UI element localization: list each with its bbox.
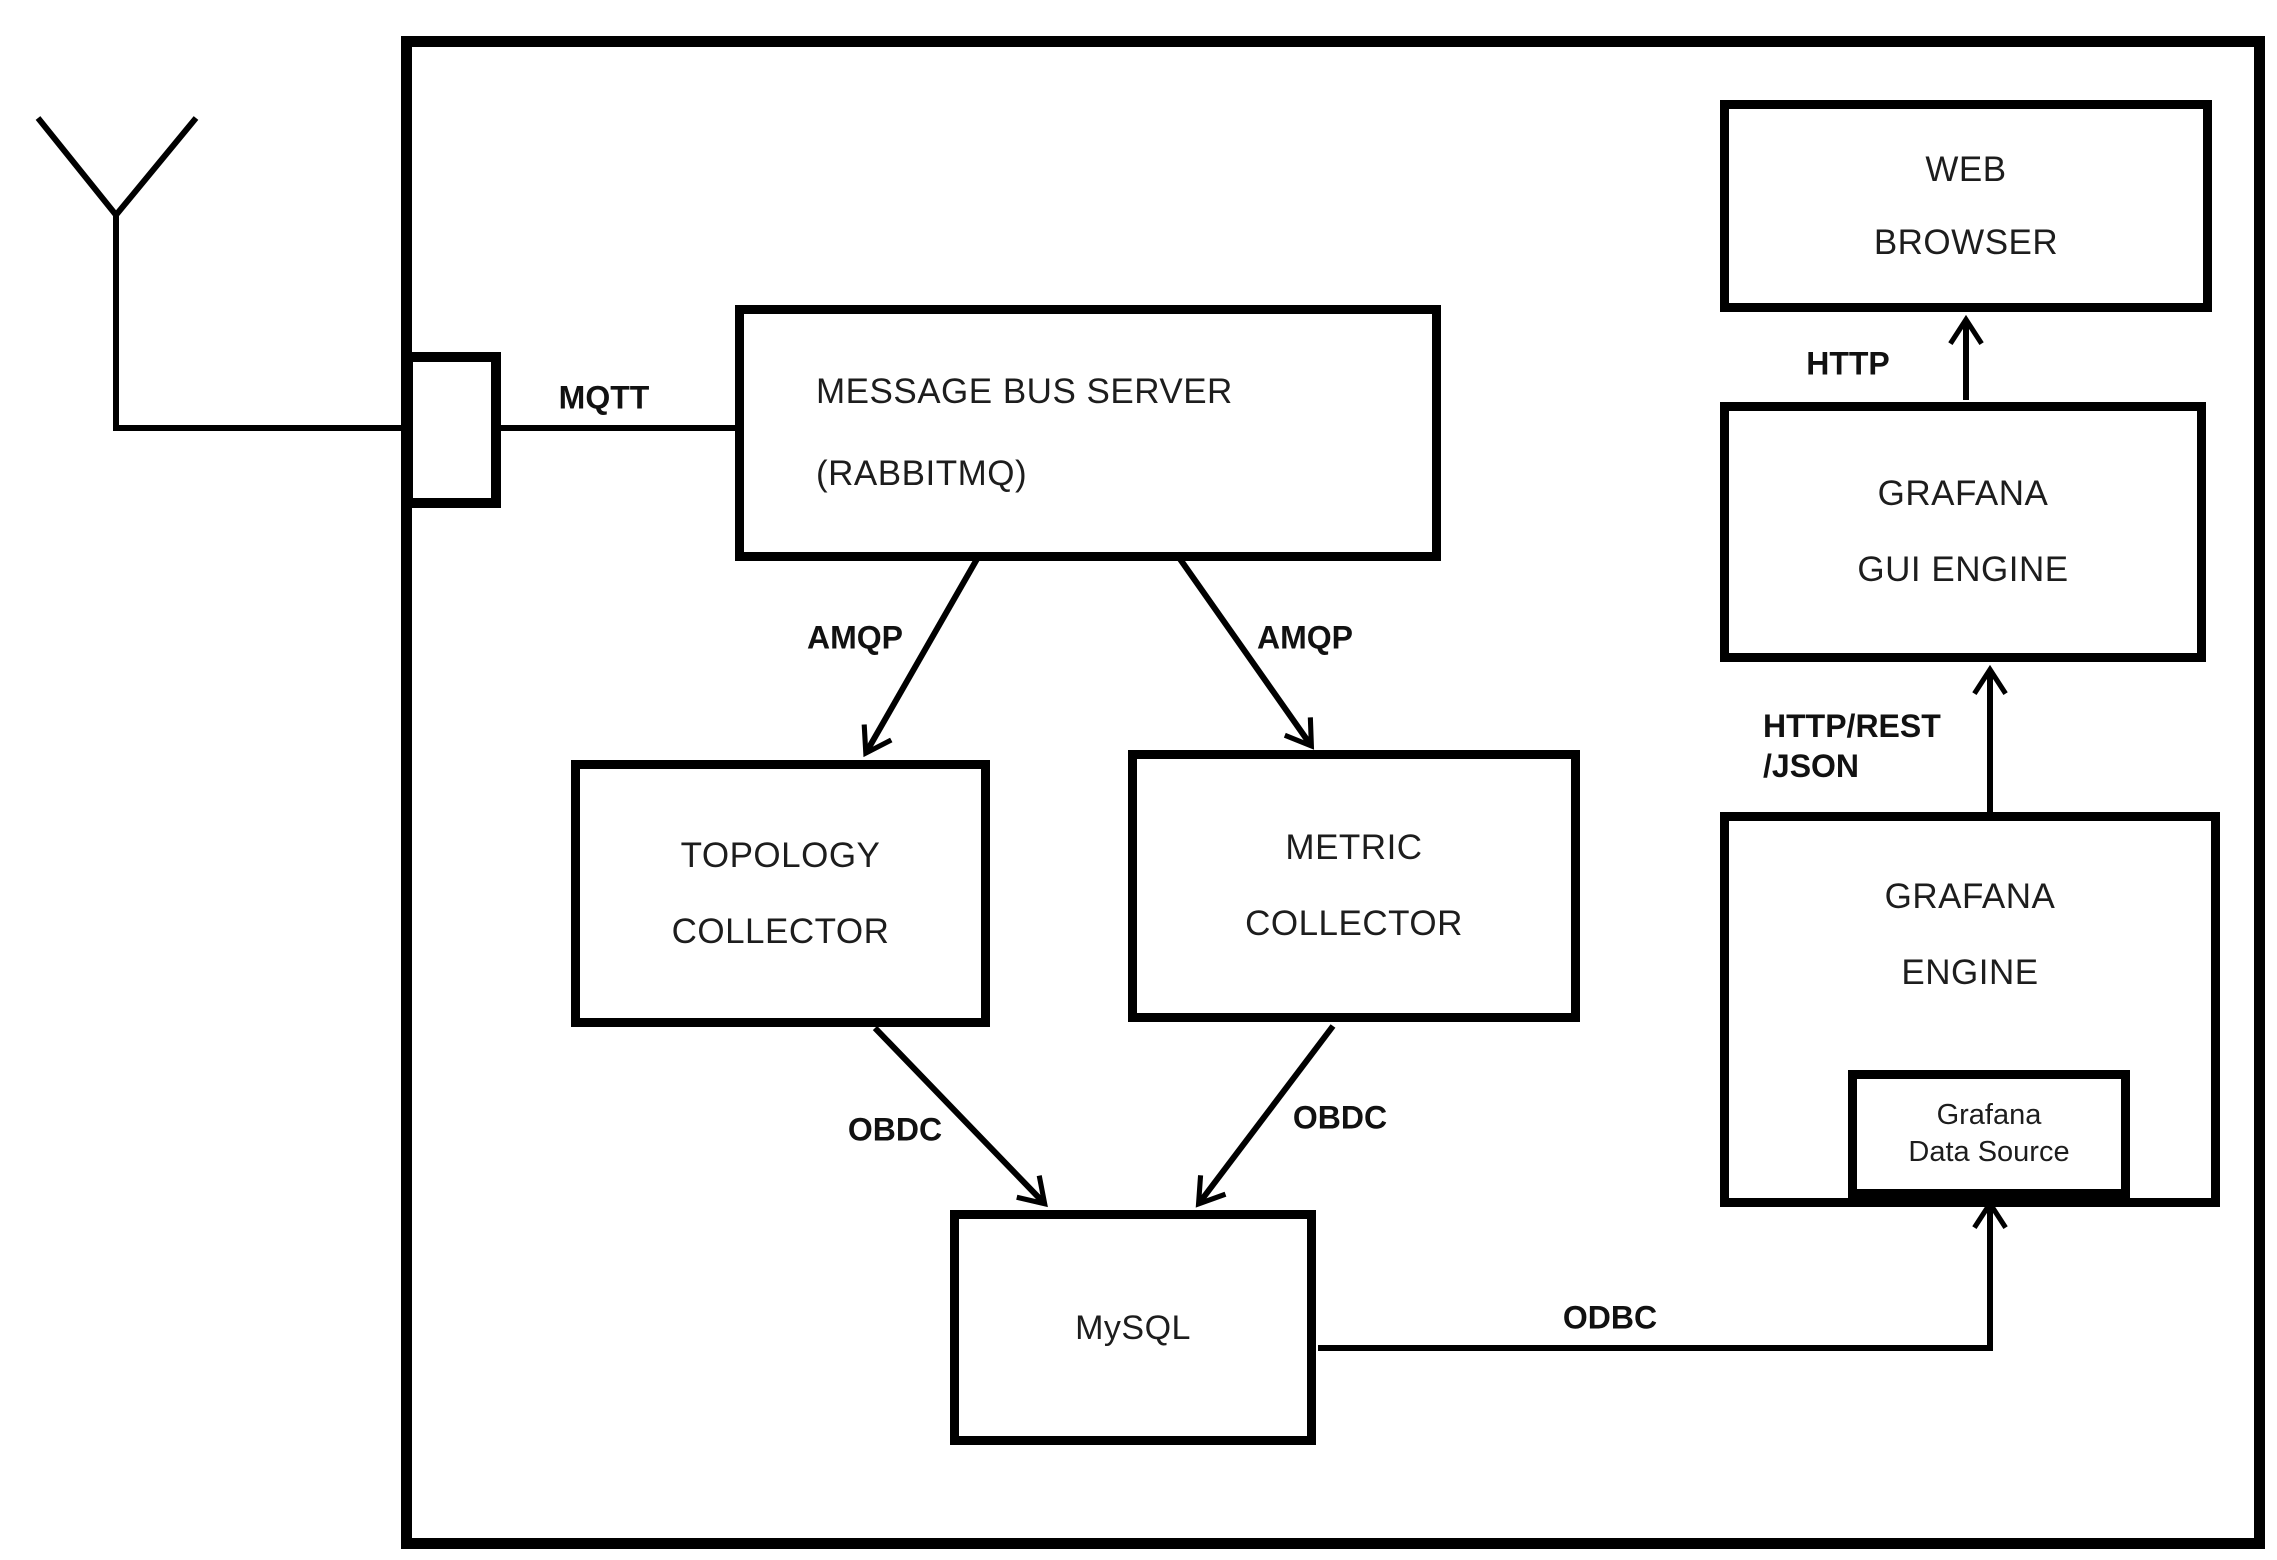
amqp-label-right: AMQP bbox=[1257, 619, 1353, 656]
obdc-label-right: OBDC bbox=[1292, 1099, 1388, 1136]
web-browser-box: WEB BROWSER bbox=[1720, 100, 2212, 312]
http-label: HTTP bbox=[1806, 345, 1890, 382]
mqtt-label: MQTT bbox=[558, 379, 650, 416]
obdc-arrow-right bbox=[1195, 1024, 1336, 1208]
metric-collector-label-line1: METRIC bbox=[1285, 828, 1423, 867]
http-rest-json-label-line1: HTTP/REST bbox=[1763, 708, 1941, 744]
message-bus-server-box: MESSAGE BUS SERVER (RABBITMQ) bbox=[735, 305, 1441, 561]
grafana-gui-engine-label-line2: GUI ENGINE bbox=[1857, 550, 2069, 589]
grafana-engine-label-line1: GRAFANA bbox=[1884, 877, 2056, 916]
topology-collector-label-line1: TOPOLOGY bbox=[680, 835, 881, 875]
obdc-label-left: OBDC bbox=[847, 1111, 943, 1148]
amqp-arrow-left bbox=[861, 557, 980, 758]
grafana-data-source-box: Grafana Data Source bbox=[1848, 1070, 2130, 1198]
grafana-gui-engine-box: GRAFANA GUI ENGINE bbox=[1720, 402, 2206, 662]
radio-module-box bbox=[403, 352, 501, 508]
grafana-gui-engine-label-line1: GRAFANA bbox=[1877, 474, 2049, 513]
topology-collector-label-line2: COLLECTOR bbox=[671, 911, 890, 951]
metric-collector-box: METRIC COLLECTOR bbox=[1128, 750, 1580, 1022]
grafana-data-source-label-line1: Grafana bbox=[1936, 1099, 2042, 1131]
odbc-label: ODBC bbox=[1562, 1299, 1658, 1336]
grafana-engine-label-line2: ENGINE bbox=[1901, 953, 2039, 992]
web-browser-label-line1: WEB bbox=[1925, 150, 2007, 189]
message-bus-server-label-line1: MESSAGE BUS SERVER bbox=[816, 372, 1233, 411]
topology-collector-box: TOPOLOGY COLLECTOR bbox=[571, 760, 990, 1027]
grafana-data-source-label-line2: Data Source bbox=[1908, 1136, 2070, 1168]
system-boundary-box bbox=[401, 36, 2265, 1549]
obdc-arrow-left bbox=[872, 1025, 1048, 1208]
metric-collector-label-line2: COLLECTOR bbox=[1245, 904, 1463, 943]
web-browser-label-line2: BROWSER bbox=[1873, 223, 2059, 262]
mysql-label: MySQL bbox=[1075, 1308, 1191, 1347]
http-rest-json-label: HTTP/REST /JSON bbox=[1763, 706, 1941, 786]
amqp-label-left: AMQP bbox=[807, 619, 903, 656]
antenna-icon bbox=[35, 116, 405, 431]
message-bus-server-label-line2: (RABBITMQ) bbox=[816, 454, 1028, 493]
amqp-arrow-right bbox=[1177, 557, 1315, 750]
http-rest-json-label-line2: /JSON bbox=[1763, 748, 1860, 784]
mysql-box: MySQL bbox=[950, 1210, 1316, 1445]
odbc-connector bbox=[1318, 1198, 2008, 1351]
